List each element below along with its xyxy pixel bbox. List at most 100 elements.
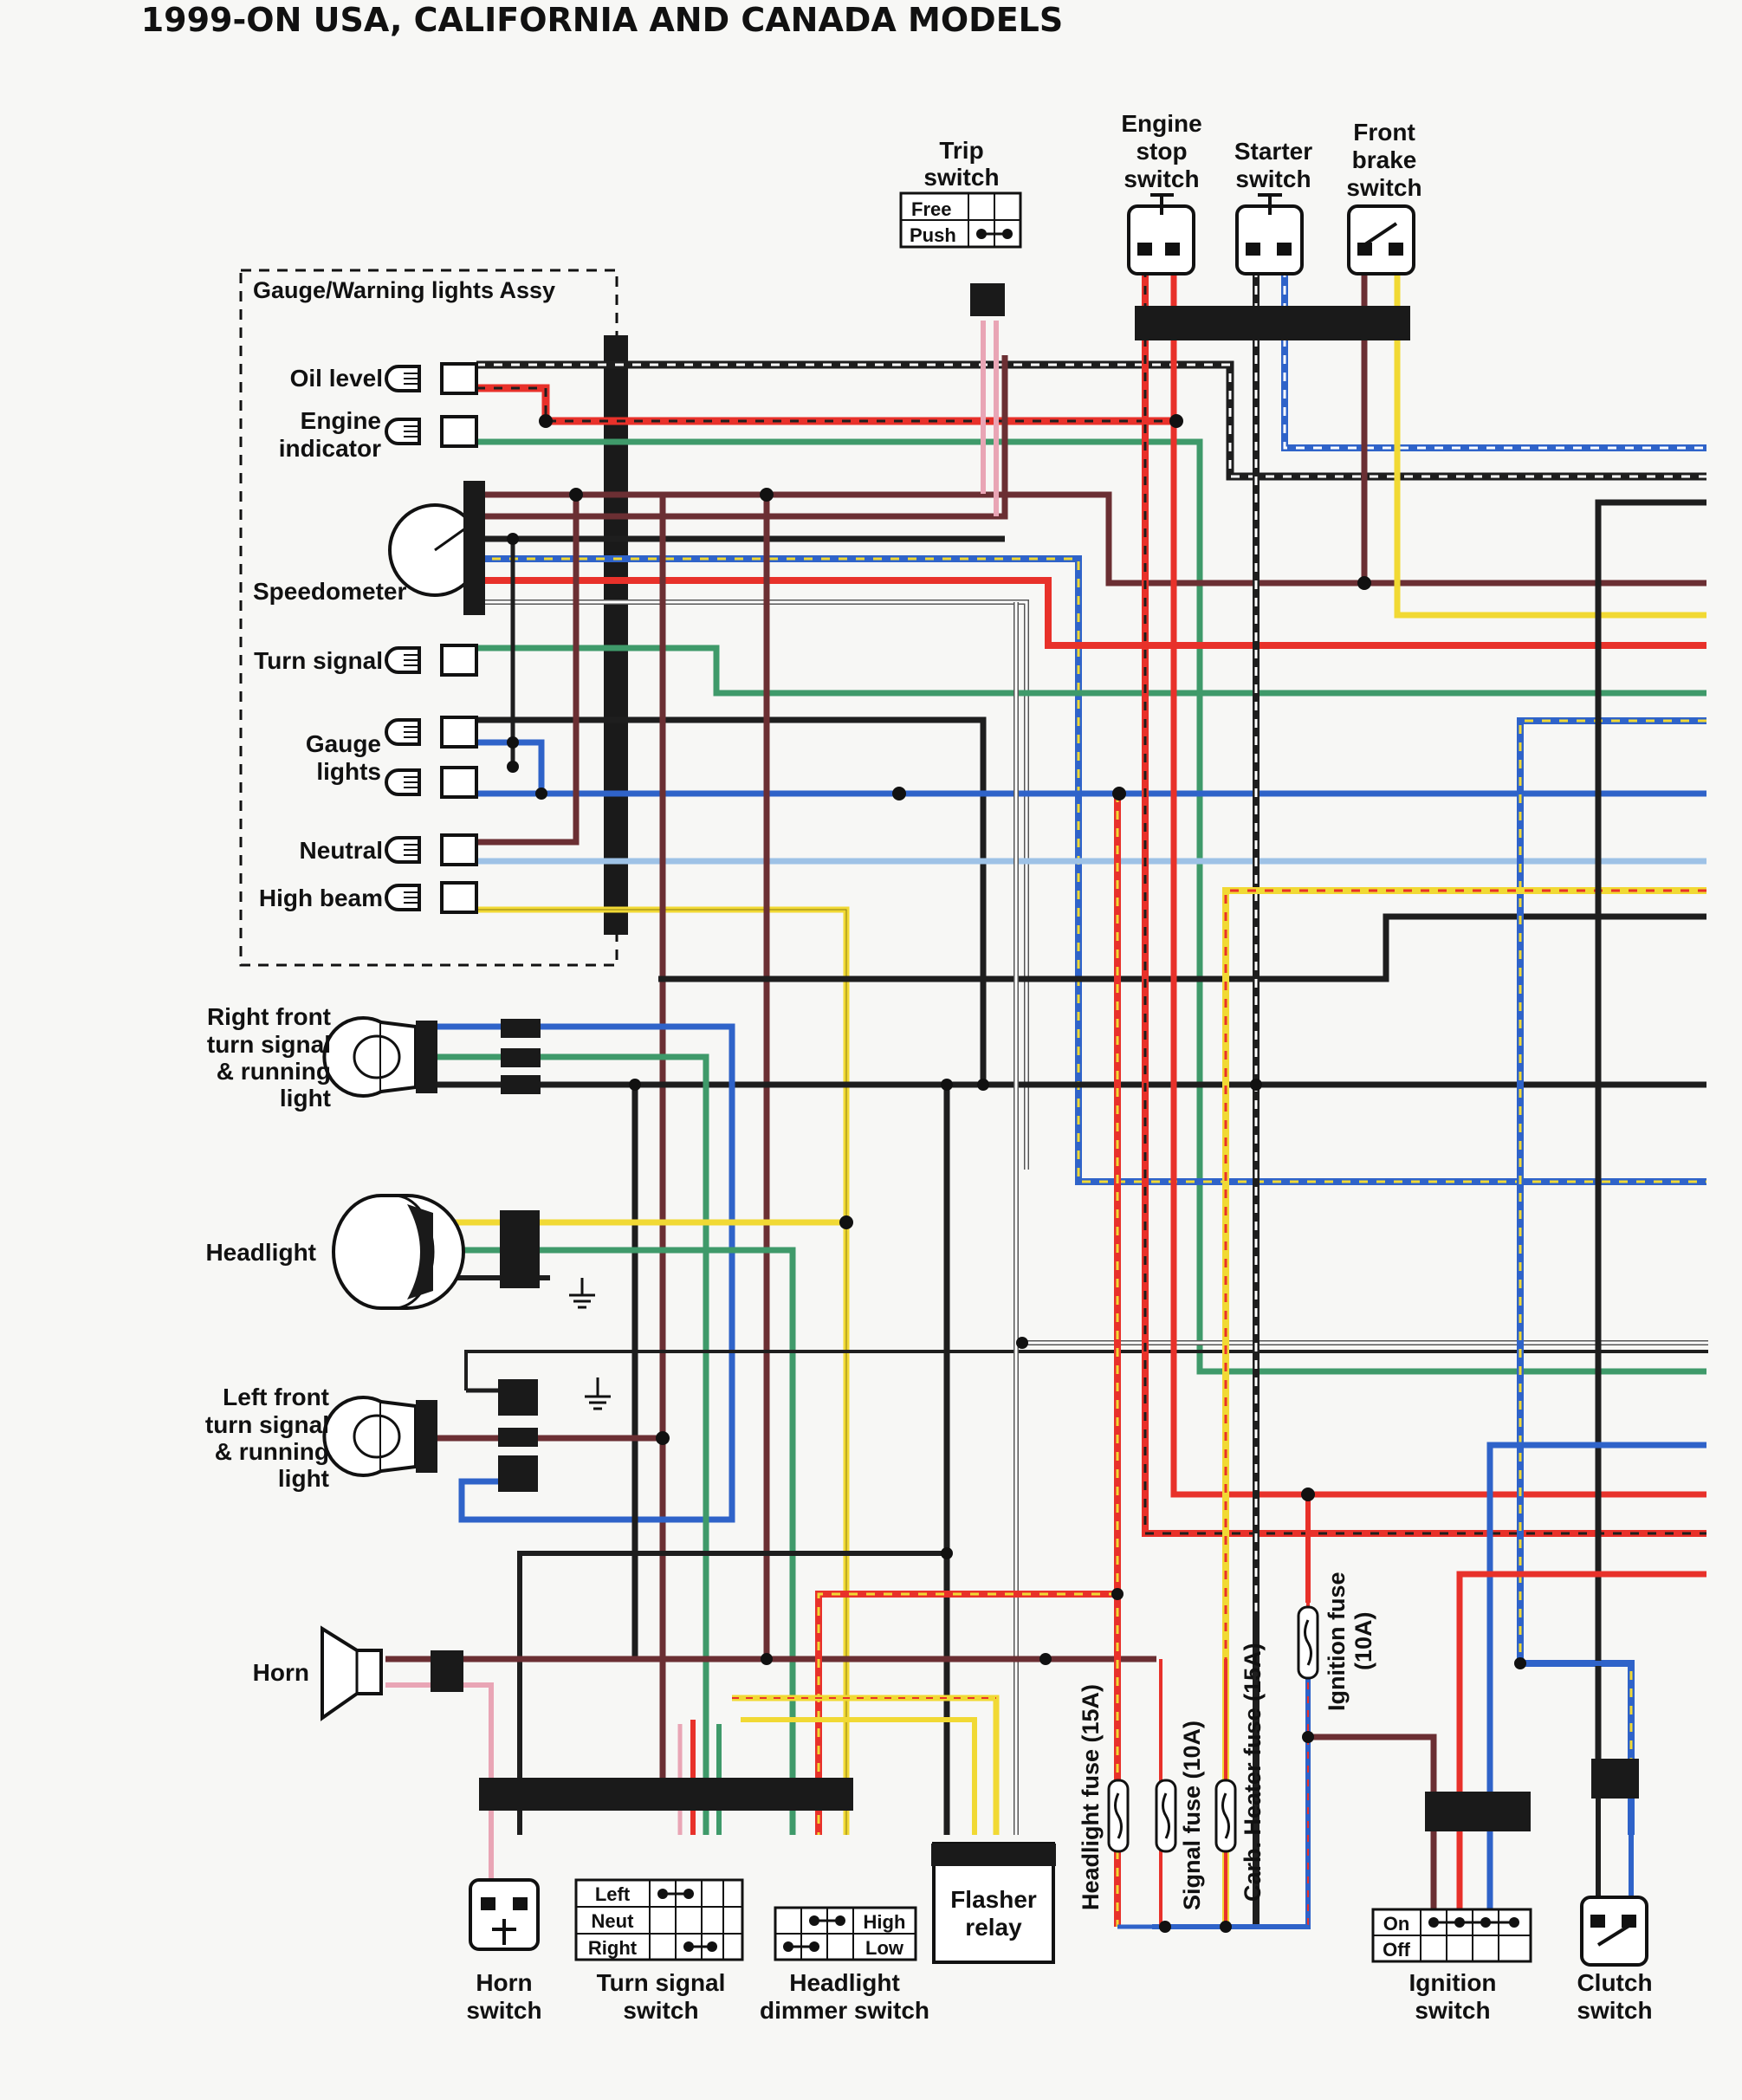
turn-switch-neut-label: Neut <box>592 1910 635 1932</box>
left-front-turn-label-3: & running <box>215 1438 329 1465</box>
wire-black-1793 <box>517 1551 947 1835</box>
wire-engine-green <box>476 438 1706 1375</box>
left-front-turn-label-2: turn signal <box>205 1411 329 1438</box>
diagram-title: 1999-ON USA, CALIFORNIA AND CANADA MODEL… <box>141 1 1064 39</box>
left-front-turn-label-1: Left front <box>223 1384 329 1410</box>
headlight-fuse-label: Headlight fuse (15A) <box>1078 1684 1104 1910</box>
carb-heater-fuse-label: Carb. Heater fuse (15A) <box>1240 1643 1266 1902</box>
turn-switch-right-label: Right <box>588 1937 638 1959</box>
headlight-label: Headlight <box>205 1239 316 1266</box>
wire-headlight-green <box>429 1247 796 1835</box>
ignition-switch-label-1: Ignition <box>1408 1969 1496 1996</box>
starter-switch <box>1235 193 1304 275</box>
wire-brown-1655 <box>1304 1734 1437 1927</box>
right-front-turn-label-2: turn signal <box>207 1031 331 1058</box>
wire-speedo-red-white <box>475 577 1706 649</box>
dimmer-switch-label-2: dimmer switch <box>760 1997 929 2024</box>
right-front-turn-label-4: light <box>280 1085 331 1112</box>
wire-oil-red-black <box>476 384 1178 425</box>
wire-black-horizontal-1130 <box>658 913 1706 982</box>
clutch-connector <box>1591 1759 1639 1799</box>
high-beam-label: High beam <box>259 885 383 911</box>
wire-blue-1720 <box>1486 1442 1706 1927</box>
dimmer-high-label: High <box>864 1911 906 1933</box>
engine-stop-label-3: switch <box>1124 165 1199 192</box>
gauge-lights-label-1: Gauge <box>306 730 381 757</box>
turn-signal-switch-label-2: switch <box>623 1997 698 2024</box>
headlight-lamp <box>332 1194 595 1310</box>
oil-level-label: Oil level <box>290 365 383 392</box>
wire-yellow-1613 <box>1394 269 1706 619</box>
high-beam-bulb <box>385 881 478 914</box>
wire-red-yellow-1290 <box>815 794 1121 1927</box>
right-front-turn-label-3: & running <box>217 1058 331 1085</box>
engine-indicator-label-2: indicator <box>279 435 381 462</box>
handlebar-connector-right <box>1135 306 1410 340</box>
turn-switch-left-label: Left <box>595 1883 631 1905</box>
horn-switch-label-2: switch <box>466 1997 541 2024</box>
front-brake-label-2: brake <box>1352 146 1417 173</box>
horn-switch-label-1: Horn <box>476 1969 532 1996</box>
headlight-fuse <box>1107 1779 1130 1853</box>
front-brake-switch <box>1347 204 1415 275</box>
trip-switch-label-1: Trip <box>939 137 983 164</box>
ignition-on-label: On <box>1383 1913 1410 1935</box>
ignition-fuse-label-2: (10A) <box>1350 1611 1376 1670</box>
wire-pink-trip <box>981 321 999 516</box>
front-brake-label-1: Front <box>1353 119 1415 146</box>
engine-stop-label-1: Engine <box>1121 110 1201 137</box>
wire-red-1685 <box>1456 1571 1706 1927</box>
wire-speedo-blue-yellow <box>475 555 1706 1185</box>
dimmer-low-label: Low <box>865 1937 904 1959</box>
trip-push-label: Push <box>910 224 956 246</box>
neutral-label: Neutral <box>300 837 383 864</box>
horn-symbol <box>321 1625 463 1721</box>
speedometer <box>388 481 485 615</box>
clutch-switch-label-1: Clutch <box>1577 1969 1652 1996</box>
engine-indicator-bulb <box>385 415 478 448</box>
horn-label: Horn <box>253 1659 309 1686</box>
ignition-fuse-label-1: Ignition fuse <box>1324 1572 1350 1711</box>
starter-switch-label-1: Starter <box>1234 138 1312 165</box>
trip-switch-label-2: switch <box>923 164 999 191</box>
trip-free-label: Free <box>911 198 951 220</box>
wire-left-turn-black <box>464 1350 1708 1390</box>
handlebar-connector-left <box>479 1778 853 1811</box>
gauge-assy-label: Gauge/Warning lights Assy <box>253 277 555 303</box>
flasher-relay-label-1: Flasher <box>950 1886 1037 1913</box>
headlight-dimmer-switch: High Low <box>774 1906 917 1961</box>
speedometer-label: Speedometer <box>253 578 406 605</box>
ignition-switch-label-2: switch <box>1415 1997 1490 2024</box>
signal-fuse-label: Signal fuse (10A) <box>1179 1721 1205 1910</box>
signal-fuse <box>1155 1779 1177 1853</box>
wire-horn-pink <box>385 1682 494 1880</box>
wire-blue-white-1483 <box>1281 269 1706 451</box>
wire-oil-level <box>476 360 1706 481</box>
main-harness-bar <box>604 335 628 935</box>
ignition-off-label: Off <box>1383 1939 1410 1961</box>
turn-signal-switch: Left Neut Right <box>574 1878 744 1961</box>
wire-speedo-brown-1 <box>475 491 1706 587</box>
horn-switch <box>469 1878 540 1951</box>
junction-dots <box>507 414 1526 1933</box>
flasher-relay <box>931 1842 1056 1964</box>
turn-signal-switch-label-1: Turn signal <box>597 1969 726 1996</box>
ignition-switch: On Off <box>1371 1908 1532 1963</box>
wire-turn-indicator-green <box>476 645 1706 697</box>
engine-stop-label-2: stop <box>1136 138 1187 165</box>
wire-gauge-blue-1 <box>476 739 545 794</box>
wire-right-turn-blue <box>424 1023 735 1523</box>
left-front-turn-lamp <box>322 1377 611 1492</box>
clutch-switch-label-2: switch <box>1577 1997 1652 2024</box>
flasher-relay-label-2: relay <box>965 1914 1022 1941</box>
front-brake-label-3: switch <box>1346 174 1421 201</box>
right-front-turn-label-1: Right front <box>207 1003 331 1030</box>
left-front-turn-label-4: light <box>278 1465 329 1492</box>
ignition-connector <box>1425 1792 1531 1831</box>
gauge-light-bulb-2 <box>385 766 478 799</box>
dimmer-switch-label-1: Headlight <box>789 1969 900 1996</box>
ignition-fuse <box>1297 1605 1319 1680</box>
starter-switch-label-2: switch <box>1235 165 1311 192</box>
turn-signal-indicator-label: Turn signal <box>254 647 383 674</box>
gauge-lights-label-2: lights <box>316 758 381 785</box>
